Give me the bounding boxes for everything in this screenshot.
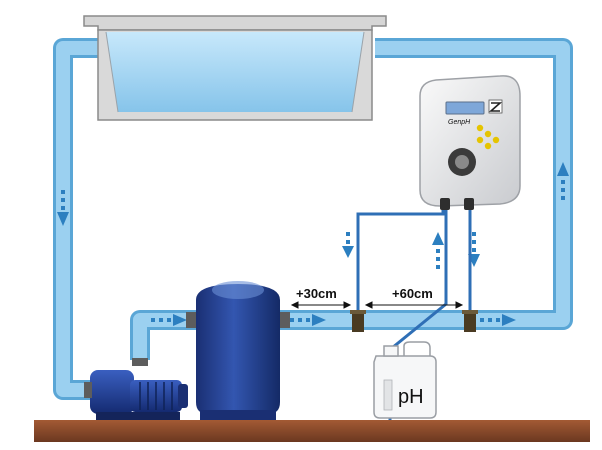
- flow-arrow-icon: [342, 232, 354, 258]
- chemical-canister-icon: pH: [373, 341, 437, 419]
- filter-inlet-coupling: [186, 312, 196, 328]
- ground-strip: [34, 420, 590, 442]
- flow-arrows: [57, 162, 569, 326]
- controller-buttons: [476, 124, 500, 150]
- ph-controller-icon: GenpH: [419, 75, 521, 210]
- tube-probe: [356, 210, 445, 312]
- controller-port-left: [440, 198, 450, 210]
- canister-cap: [383, 345, 399, 357]
- controller-body: [419, 75, 521, 207]
- canister-label: pH: [398, 386, 424, 408]
- dimensions: [290, 301, 464, 309]
- injection-points: [350, 310, 478, 332]
- controller-port-right: [464, 198, 474, 210]
- canister-handle: [403, 341, 431, 356]
- pool-water: [106, 32, 364, 112]
- filter-lid: [212, 281, 264, 299]
- pump-inlet-coupling: [84, 382, 92, 398]
- pump-outlet-coupling: [132, 358, 148, 366]
- probe-fitting: [352, 312, 364, 332]
- pool-rim: [83, 15, 387, 31]
- controller-screen: [445, 101, 485, 115]
- pool-icon: [83, 15, 387, 121]
- flow-arrow-icon: [557, 162, 569, 200]
- flow-arrow-icon: [151, 314, 187, 326]
- flow-arrow-icon: [480, 314, 516, 326]
- sand-filter-icon: [186, 281, 290, 420]
- flow-arrow-icon: [57, 190, 69, 226]
- controller-logo: [488, 99, 503, 114]
- filter-outlet-coupling: [280, 312, 290, 328]
- injection-fitting: [464, 312, 476, 332]
- pump-housing: [90, 370, 134, 414]
- pump-icon: [84, 358, 188, 420]
- dimension-label-60cm: +60cm: [392, 286, 433, 301]
- filter-body: [196, 284, 280, 414]
- device-brand-label: GenpH: [448, 119, 471, 126]
- flow-arrow-icon: [290, 314, 326, 326]
- flow-arrow-icon: [432, 232, 444, 269]
- dimension-label-30cm: +30cm: [296, 286, 337, 301]
